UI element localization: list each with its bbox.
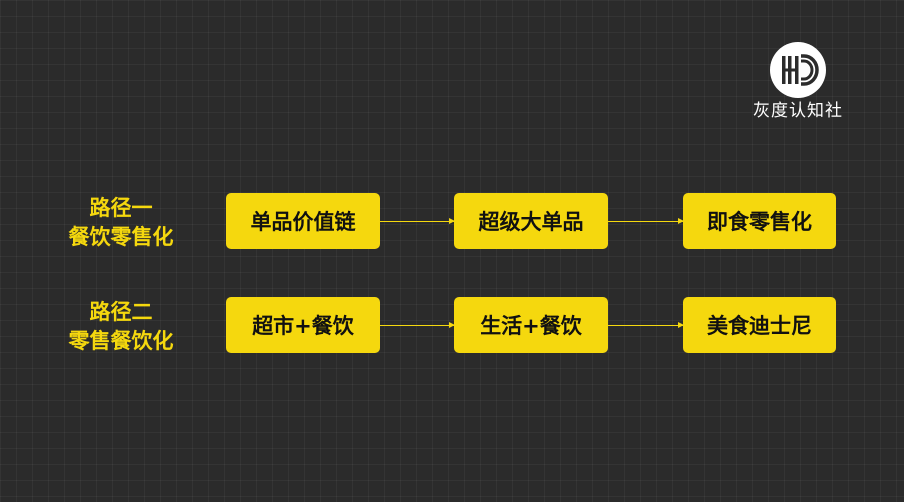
path2-step1-box: 超市+餐饮: [226, 297, 380, 353]
path2-label-line2: 零售餐饮化: [68, 329, 174, 353]
brand-name: 灰度认知社: [753, 101, 843, 121]
path2-label-line1: 路径二: [89, 300, 153, 324]
path1-step1-box: 单品价值链: [226, 193, 380, 249]
path1-arrow-2: [608, 218, 684, 224]
hd-logo-icon: [770, 42, 826, 98]
path1-step3-box: 即食零售化: [683, 193, 836, 249]
path2-arrow-1: [380, 322, 455, 328]
path2-label: 路径二 零售餐饮化: [48, 298, 194, 356]
path1-label-line1: 路径一: [89, 196, 153, 220]
path2-arrow-2: [608, 322, 684, 328]
path1-label: 路径一 餐饮零售化: [48, 194, 194, 252]
path1-step2-box: 超级大单品: [454, 193, 608, 249]
path2-step2-box: 生活+餐饮: [454, 297, 608, 353]
path1-label-line2: 餐饮零售化: [68, 225, 174, 249]
path1-arrow-1: [380, 218, 455, 224]
path2-step3-box: 美食迪士尼: [683, 297, 836, 353]
